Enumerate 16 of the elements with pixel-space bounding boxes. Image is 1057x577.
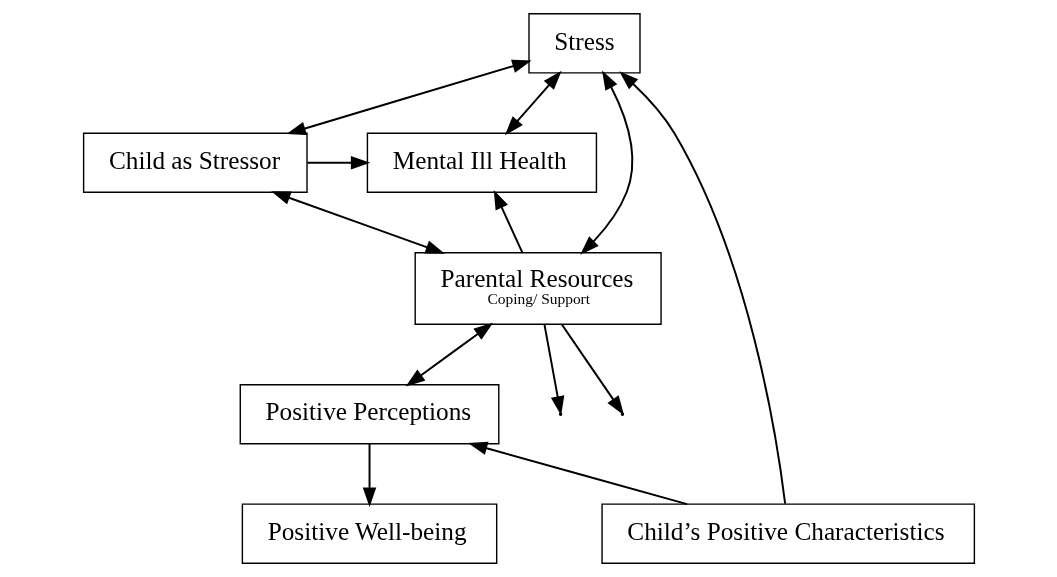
node-box: Child’s Positive Characteristics — [600, 503, 975, 564]
arrow — [579, 70, 633, 255]
arrow — [405, 322, 493, 387]
arrow — [305, 155, 370, 170]
arrow — [285, 59, 532, 135]
node-box: Stress — [527, 13, 641, 74]
node-box: Parental Resources Coping/ Support — [414, 251, 662, 326]
node-box: Child as Stressor — [82, 132, 308, 193]
arrow — [493, 189, 523, 254]
node-box: Positive Perceptions — [239, 384, 499, 445]
node-box: Mental Ill Health — [366, 132, 597, 193]
arrow — [362, 442, 376, 507]
node-box: Positive Well-being — [241, 503, 497, 564]
arrow — [270, 191, 445, 254]
arrow — [467, 441, 688, 506]
arrow — [504, 70, 562, 136]
